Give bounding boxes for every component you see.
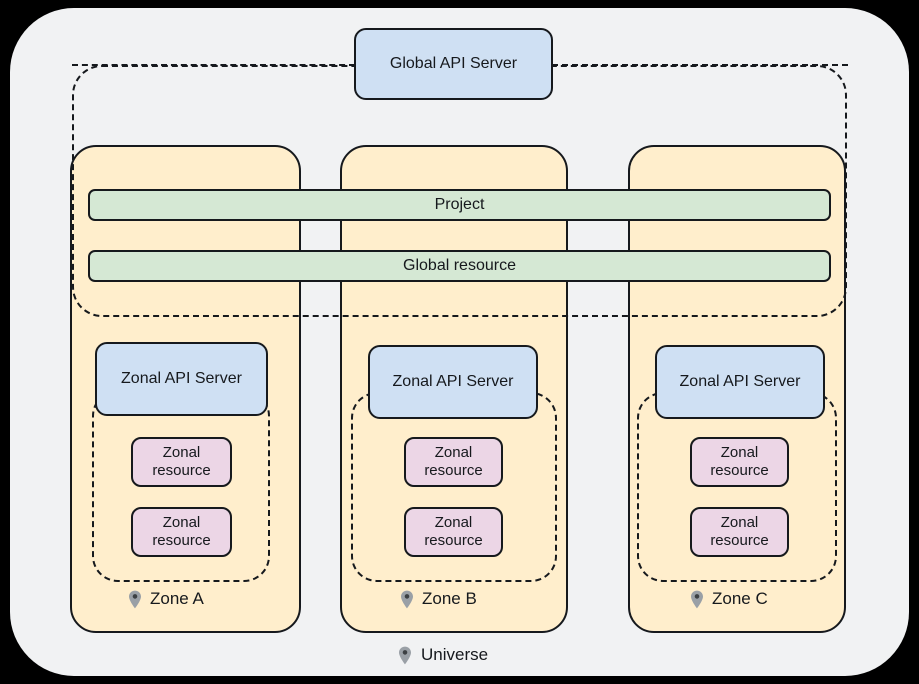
zone-label-c: Zone C — [690, 589, 768, 609]
zonal-resource-box[interactable]: Zonal resource — [131, 507, 232, 557]
zonal-resource-line1: Zonal — [720, 514, 759, 531]
zonal-resource-line1: Zonal — [434, 514, 473, 531]
universe-label-text: Universe — [421, 645, 489, 664]
zone-label-text: Zone C — [712, 589, 768, 608]
global-api-connector-left — [72, 64, 355, 66]
zonal-resource-box[interactable]: Zonal resource — [404, 437, 503, 487]
zone-label-text: Zone A — [150, 589, 204, 608]
global-api-connector-right — [552, 64, 848, 66]
universe-label: Universe — [398, 645, 488, 665]
zonal-resource-line2: resource — [152, 532, 211, 549]
zonal-resource-line1: Zonal — [162, 514, 201, 531]
zone-label-text: Zone B — [422, 589, 477, 608]
zonal-resource-line2: resource — [710, 532, 769, 549]
zonal-resource-box[interactable]: Zonal resource — [690, 507, 789, 557]
zonal-resource-box[interactable]: Zonal resource — [404, 507, 503, 557]
zonal-api-server-box-b[interactable]: Zonal API Server — [368, 345, 538, 419]
map-pin-icon — [691, 590, 703, 608]
map-pin-icon — [129, 590, 141, 608]
zonal-resource-line1: Zonal — [720, 444, 759, 461]
zonal-resource-line2: resource — [424, 532, 483, 549]
map-pin-icon — [401, 590, 413, 608]
global-resource-bar[interactable]: Global resource — [88, 250, 831, 282]
zone-label-a: Zone A — [128, 589, 204, 609]
zonal-resource-line1: Zonal — [434, 444, 473, 461]
global-api-server-box[interactable]: Global API Server — [354, 28, 553, 100]
zonal-resource-box[interactable]: Zonal resource — [131, 437, 232, 487]
map-pin-icon — [399, 646, 411, 664]
zone-label-b: Zone B — [400, 589, 477, 609]
project-bar[interactable]: Project — [88, 189, 831, 221]
zonal-resource-line2: resource — [424, 462, 483, 479]
zonal-api-server-box-c[interactable]: Zonal API Server — [655, 345, 825, 419]
zonal-resource-box[interactable]: Zonal resource — [690, 437, 789, 487]
zonal-resource-line2: resource — [710, 462, 769, 479]
zonal-resource-line2: resource — [152, 462, 211, 479]
zonal-api-server-box-a[interactable]: Zonal API Server — [95, 342, 268, 416]
zonal-resource-line1: Zonal — [162, 444, 201, 461]
